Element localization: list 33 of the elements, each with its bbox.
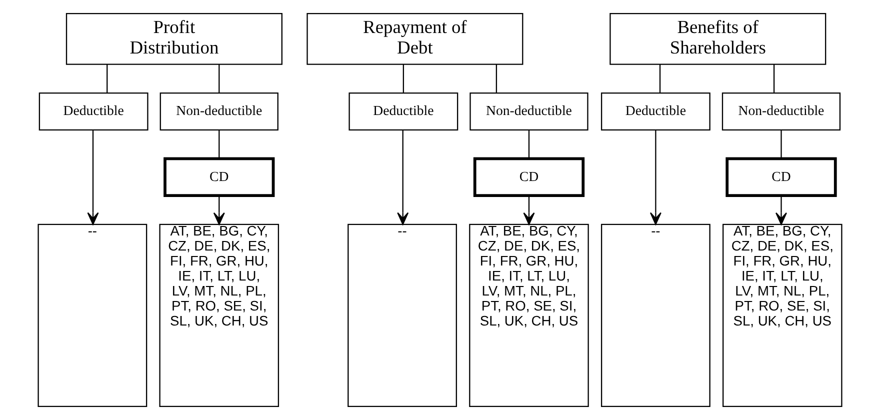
connector	[402, 64, 404, 92]
node-box: AT, BE, BG, CY, CZ, DE, DK, ES, FI, FR, GR, HU, IE, IT, LT, LU, LV, MT, NL, PL, PT, RO, SE, SI, SL, UK, CH, US	[468, 223, 588, 406]
arrow	[212, 195, 224, 224]
connector	[106, 64, 108, 92]
arrow	[774, 195, 786, 224]
node-box: Deductible	[600, 92, 710, 130]
node-box: Benefits of Shareholders	[609, 12, 826, 64]
node-box: Non-deductible	[159, 92, 278, 130]
node-box: --	[347, 223, 456, 406]
arrow	[522, 195, 534, 224]
node-box: CD	[163, 156, 274, 197]
connector	[528, 130, 530, 158]
node-box: CD	[725, 156, 836, 197]
node-box: Deductible	[348, 92, 458, 130]
arrow	[396, 129, 408, 224]
connector	[218, 64, 220, 92]
node-box: AT, BE, BG, CY, CZ, DE, DK, ES, FI, FR, GR, HU, IE, IT, LT, LU, LV, MT, NL, PL, PT, RO, SE, SI, SL, UK, CH, US	[158, 223, 279, 406]
arrow	[86, 129, 98, 224]
connector	[780, 130, 782, 158]
arrow	[649, 129, 661, 224]
node-box: AT, BE, BG, CY, CZ, DE, DK, ES, FI, FR, GR, HU, IE, IT, LT, LU, LV, MT, NL, PL, PT, RO, SE, SI, SL, UK, CH, US	[722, 223, 842, 406]
node-box: Non-deductible	[469, 92, 588, 130]
node-box: Deductible	[38, 92, 148, 130]
connector	[495, 64, 497, 92]
node-box: Non-deductible	[721, 92, 840, 130]
node-box: Repayment of Debt	[306, 12, 523, 64]
node-box: CD	[472, 156, 584, 197]
connector	[658, 64, 660, 92]
connector	[218, 130, 220, 158]
node-box: --	[600, 223, 710, 406]
node-box: --	[37, 223, 147, 406]
connector	[772, 64, 774, 92]
node-box: Profit Distribution	[65, 12, 282, 64]
